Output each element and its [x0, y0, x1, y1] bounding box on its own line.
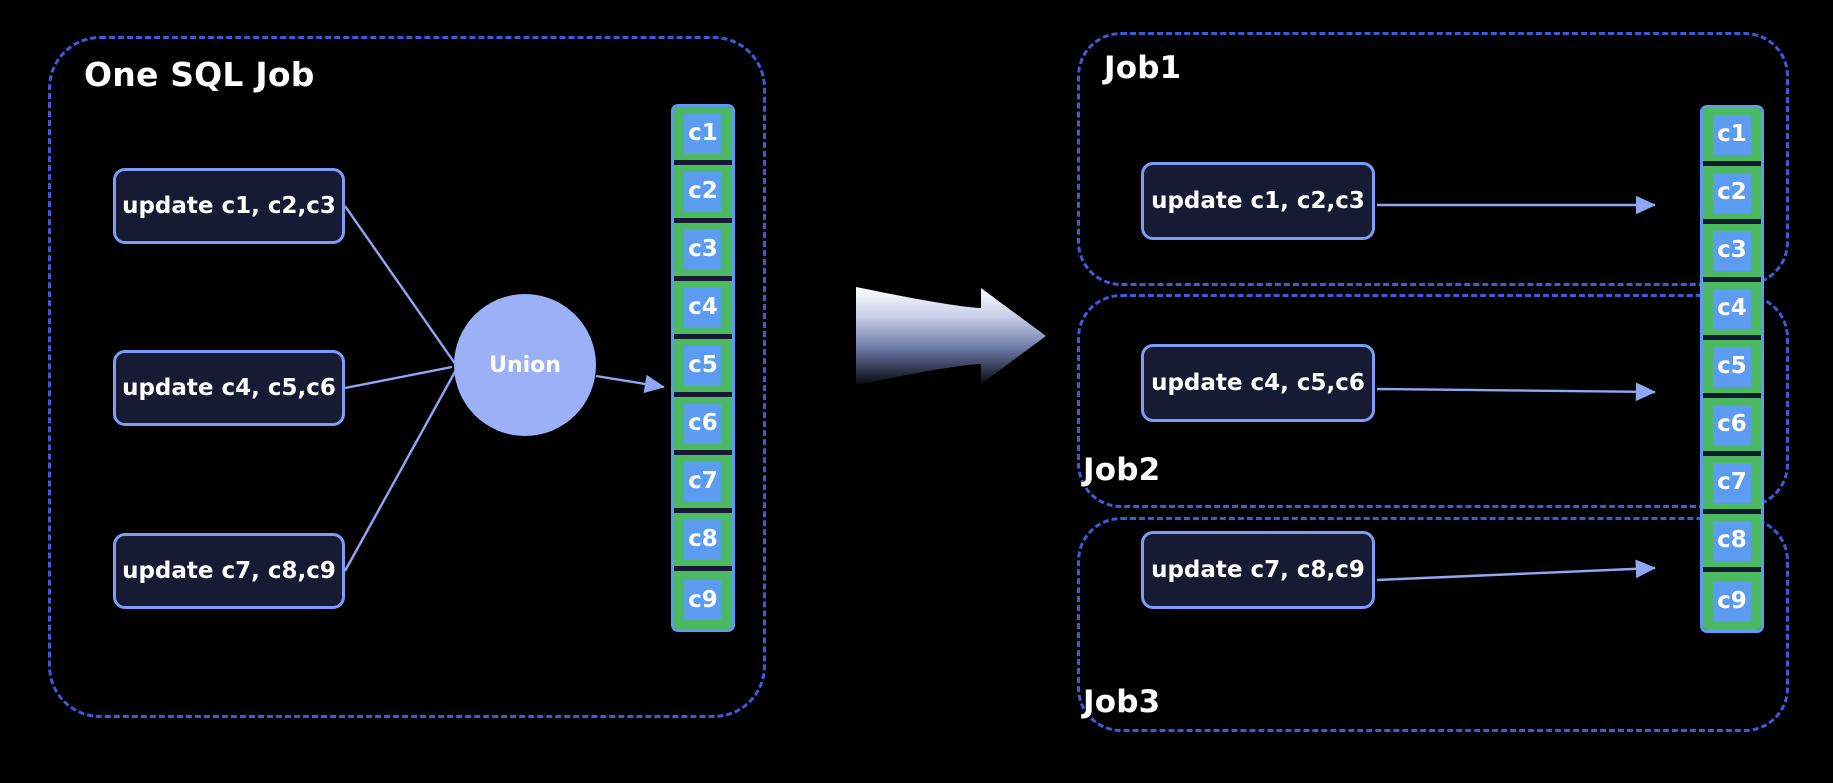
column-cell-label: c6 [684, 403, 722, 444]
column-cell: c6 [674, 397, 732, 455]
operation-box-left-1[interactable]: update c1, c2,c3 [113, 168, 345, 244]
column-cell: c6 [1703, 398, 1761, 456]
panel-title-job-2: Job2 [1083, 452, 1161, 488]
column-cell: c3 [1703, 224, 1761, 282]
column-cell: c3 [674, 223, 732, 281]
column-cell-label: c8 [684, 519, 722, 560]
column-cell: c2 [1703, 166, 1761, 224]
column-cell: c8 [674, 513, 732, 571]
panel-job-1 [1077, 32, 1789, 286]
column-cell-label: c9 [1713, 581, 1751, 621]
operation-box-job-1[interactable]: update c1, c2,c3 [1141, 162, 1375, 240]
column-cell-label: c6 [1713, 404, 1751, 445]
panel-title-one-sql-job: One SQL Job [84, 55, 315, 94]
panel-title-job-1: Job1 [1104, 50, 1182, 86]
column-stack-right: c1 c2 c3 c4 c5 c6 c7 c8 c9 [1700, 105, 1764, 633]
panel-one-sql-job [48, 36, 766, 718]
union-node[interactable]: Union [454, 294, 596, 436]
column-stack-left: c1 c2 c3 c4 c5 c6 c7 c8 c9 [671, 104, 735, 632]
column-cell: c9 [1703, 572, 1761, 630]
operation-box-left-2[interactable]: update c4, c5,c6 [113, 350, 345, 426]
column-cell: c1 [1703, 108, 1761, 166]
operation-box-job-3[interactable]: update c7, c8,c9 [1141, 531, 1375, 609]
panel-job-2 [1077, 294, 1789, 508]
column-cell: c7 [1703, 456, 1761, 514]
column-cell: c1 [674, 107, 732, 165]
column-cell-label: c2 [1713, 172, 1751, 213]
column-cell: c9 [674, 571, 732, 629]
column-cell-label: c2 [684, 171, 722, 212]
panel-title-job-3: Job3 [1083, 684, 1161, 720]
transition-arrow-icon [856, 287, 1046, 385]
column-cell-label: c8 [1713, 520, 1751, 561]
column-cell-label: c5 [684, 345, 722, 386]
column-cell: c4 [674, 281, 732, 339]
operation-box-left-3[interactable]: update c7, c8,c9 [113, 533, 345, 609]
column-cell: c7 [674, 455, 732, 513]
column-cell-label: c4 [1713, 288, 1751, 329]
column-cell: c5 [1703, 340, 1761, 398]
column-cell-label: c5 [1713, 346, 1751, 387]
column-cell-label: c3 [1713, 230, 1751, 271]
panel-job-3 [1077, 517, 1789, 732]
column-cell: c2 [674, 165, 732, 223]
column-cell-label: c7 [684, 461, 722, 502]
column-cell-label: c1 [1713, 114, 1751, 155]
column-cell-label: c3 [684, 229, 722, 270]
column-cell-label: c4 [684, 287, 722, 328]
column-cell-label: c7 [1713, 462, 1751, 503]
column-cell-label: c9 [684, 580, 722, 620]
operation-box-job-2[interactable]: update c4, c5,c6 [1141, 344, 1375, 422]
column-cell: c4 [1703, 282, 1761, 340]
column-cell: c8 [1703, 514, 1761, 572]
column-cell: c5 [674, 339, 732, 397]
column-cell-label: c1 [684, 113, 722, 154]
